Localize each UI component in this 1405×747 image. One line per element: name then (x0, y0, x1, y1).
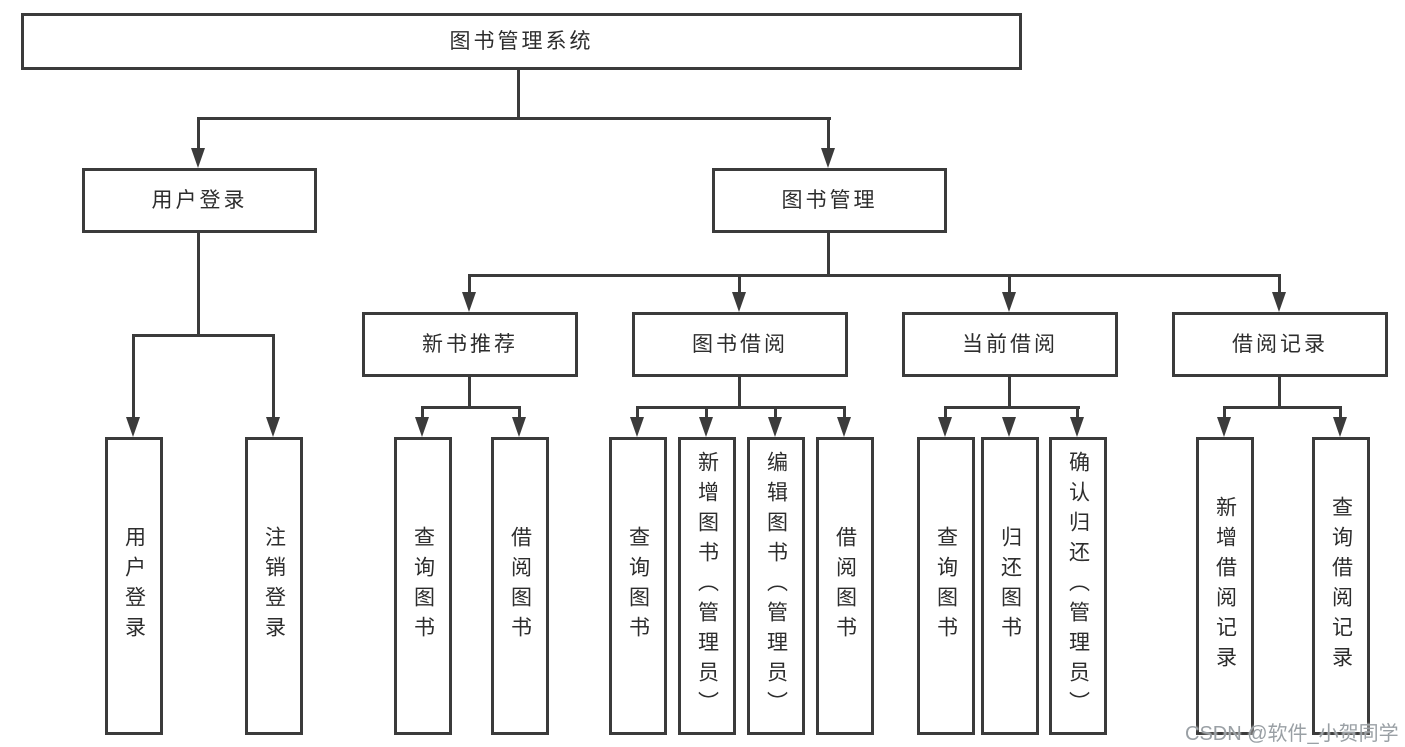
leaf-query-books-recommend: 查询图书 (394, 437, 452, 735)
arrow-down-icon (266, 417, 280, 437)
arrow-down-icon (821, 148, 835, 168)
leaf-borrow-books-recommend: 借阅图书 (491, 437, 549, 735)
connector-line (1223, 406, 1226, 419)
leaf-return-books: 归还图书 (981, 437, 1039, 735)
leaf-query-borrow-record-label: 查询借阅记录 (1329, 496, 1353, 676)
connector-line (197, 117, 831, 120)
node-current-borrow: 当前借阅 (902, 312, 1118, 377)
connector-line (132, 334, 275, 337)
arrow-down-icon (1002, 417, 1016, 437)
connector-line (1223, 406, 1342, 409)
leaf-query-books-recommend-label: 查询图书 (411, 526, 435, 646)
connector-line (1008, 377, 1011, 408)
leaf-query-books-current: 查询图书 (917, 437, 975, 735)
leaf-borrow-books-label: 借阅图书 (833, 526, 857, 646)
arrow-down-icon (1333, 417, 1347, 437)
connector-line (774, 406, 777, 419)
connector-line (468, 274, 1281, 277)
connector-line (1339, 406, 1342, 419)
node-root-label: 图书管理系统 (449, 30, 594, 53)
connector-line (827, 233, 830, 276)
leaf-borrow-books-recommend-label: 借阅图书 (508, 526, 532, 646)
connector-line (738, 274, 741, 294)
connector-line (843, 406, 846, 419)
node-borrow-records-label: 借阅记录 (1232, 333, 1328, 356)
watermark-text: CSDN @软件_小贺同学 (1185, 723, 1399, 745)
node-current-borrow-label: 当前借阅 (962, 333, 1058, 356)
arrow-down-icon (191, 148, 205, 168)
leaf-logout-label: 注销登录 (262, 526, 286, 646)
leaf-add-books-admin-label: 新增图书（管理员） (695, 451, 719, 721)
node-new-book-recommend-label: 新书推荐 (422, 333, 518, 356)
connector-line (1278, 274, 1281, 294)
connector-line (827, 117, 830, 150)
connector-line (197, 233, 200, 336)
leaf-return-books-label: 归还图书 (998, 526, 1022, 646)
connector-line (468, 274, 471, 294)
arrow-down-icon (699, 417, 713, 437)
node-new-book-recommend: 新书推荐 (362, 312, 578, 377)
leaf-add-books-admin: 新增图书（管理员） (678, 437, 736, 735)
arrow-down-icon (1272, 292, 1286, 312)
connector-line (272, 334, 275, 419)
connector-line (1278, 377, 1281, 408)
leaf-query-books-current-label: 查询图书 (934, 526, 958, 646)
arrow-down-icon (415, 417, 429, 437)
connector-line (468, 377, 471, 408)
node-book-management-label: 图书管理 (781, 189, 878, 212)
leaf-query-borrow-record: 查询借阅记录 (1312, 437, 1370, 735)
leaf-add-borrow-record: 新增借阅记录 (1196, 437, 1254, 735)
node-book-management: 图书管理 (712, 168, 947, 233)
leaf-user-login-label: 用户登录 (122, 526, 146, 646)
leaf-borrow-books: 借阅图书 (816, 437, 874, 735)
arrow-down-icon (1070, 417, 1084, 437)
arrow-down-icon (768, 417, 782, 437)
leaf-logout: 注销登录 (245, 437, 303, 735)
leaf-confirm-return-admin: 确认归还（管理员） (1049, 437, 1107, 735)
node-book-borrow-label: 图书借阅 (692, 333, 788, 356)
connector-line (636, 406, 639, 419)
node-user-login: 用户登录 (82, 168, 317, 233)
leaf-user-login: 用户登录 (105, 437, 163, 735)
connector-line (944, 406, 947, 419)
connector-line (705, 406, 708, 419)
connector-line (1076, 406, 1079, 419)
connector-line (1008, 274, 1011, 294)
node-user-login-label: 用户登录 (151, 189, 248, 212)
leaf-query-books-borrow: 查询图书 (609, 437, 667, 735)
connector-line (132, 334, 135, 419)
arrow-down-icon (837, 417, 851, 437)
node-borrow-records: 借阅记录 (1172, 312, 1388, 377)
arrow-down-icon (732, 292, 746, 312)
leaf-confirm-return-admin-label: 确认归还（管理员） (1066, 451, 1090, 721)
arrow-down-icon (938, 417, 952, 437)
connector-line (944, 406, 1080, 409)
connector-line (421, 406, 424, 419)
leaf-add-borrow-record-label: 新增借阅记录 (1213, 496, 1237, 676)
leaf-edit-books-admin: 编辑图书（管理员） (747, 437, 805, 735)
arrow-down-icon (1002, 292, 1016, 312)
leaf-edit-books-admin-label: 编辑图书（管理员） (764, 451, 788, 721)
arrow-down-icon (126, 417, 140, 437)
arrow-down-icon (1217, 417, 1231, 437)
leaf-query-books-borrow-label: 查询图书 (626, 526, 650, 646)
connector-line (517, 70, 520, 119)
arrow-down-icon (462, 292, 476, 312)
connector-line (518, 406, 521, 419)
node-root: 图书管理系统 (21, 13, 1022, 70)
arrow-down-icon (630, 417, 644, 437)
connector-line (197, 117, 200, 150)
arrow-down-icon (512, 417, 526, 437)
connector-line (738, 377, 741, 408)
node-book-borrow: 图书借阅 (632, 312, 848, 377)
connector-line (636, 406, 846, 409)
connector-line (421, 406, 521, 409)
